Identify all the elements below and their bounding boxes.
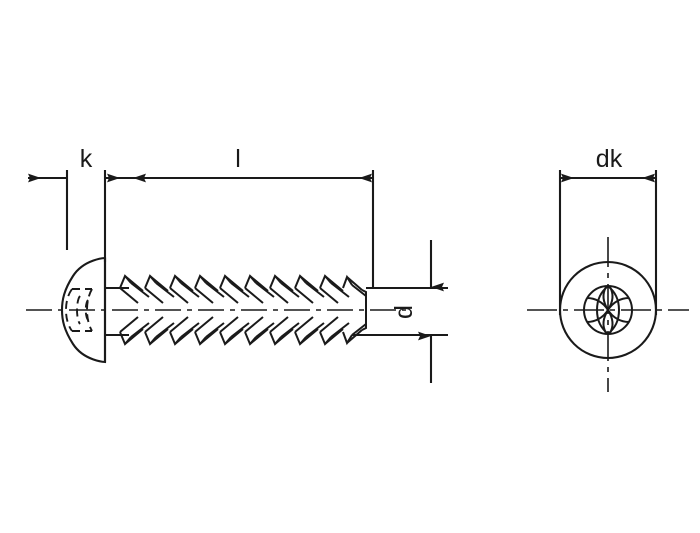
torx-drive-pattern (583, 285, 633, 335)
center-lines-end-view (527, 237, 689, 392)
screw-thread (119, 274, 367, 346)
screw-head-side (60, 256, 107, 364)
dimension-label-d: d (390, 305, 418, 319)
screw-shank (105, 286, 129, 337)
dimension-label-k: k (80, 145, 93, 173)
extension-lines-end-view (558, 170, 658, 315)
head-outer-circle (558, 260, 658, 360)
dimension-label-dk: dk (596, 145, 623, 173)
dimension-d (352, 240, 448, 383)
dimension-label-l: l (235, 145, 241, 173)
extension-lines-side (65, 170, 375, 288)
torx-recess-hidden (65, 288, 93, 332)
